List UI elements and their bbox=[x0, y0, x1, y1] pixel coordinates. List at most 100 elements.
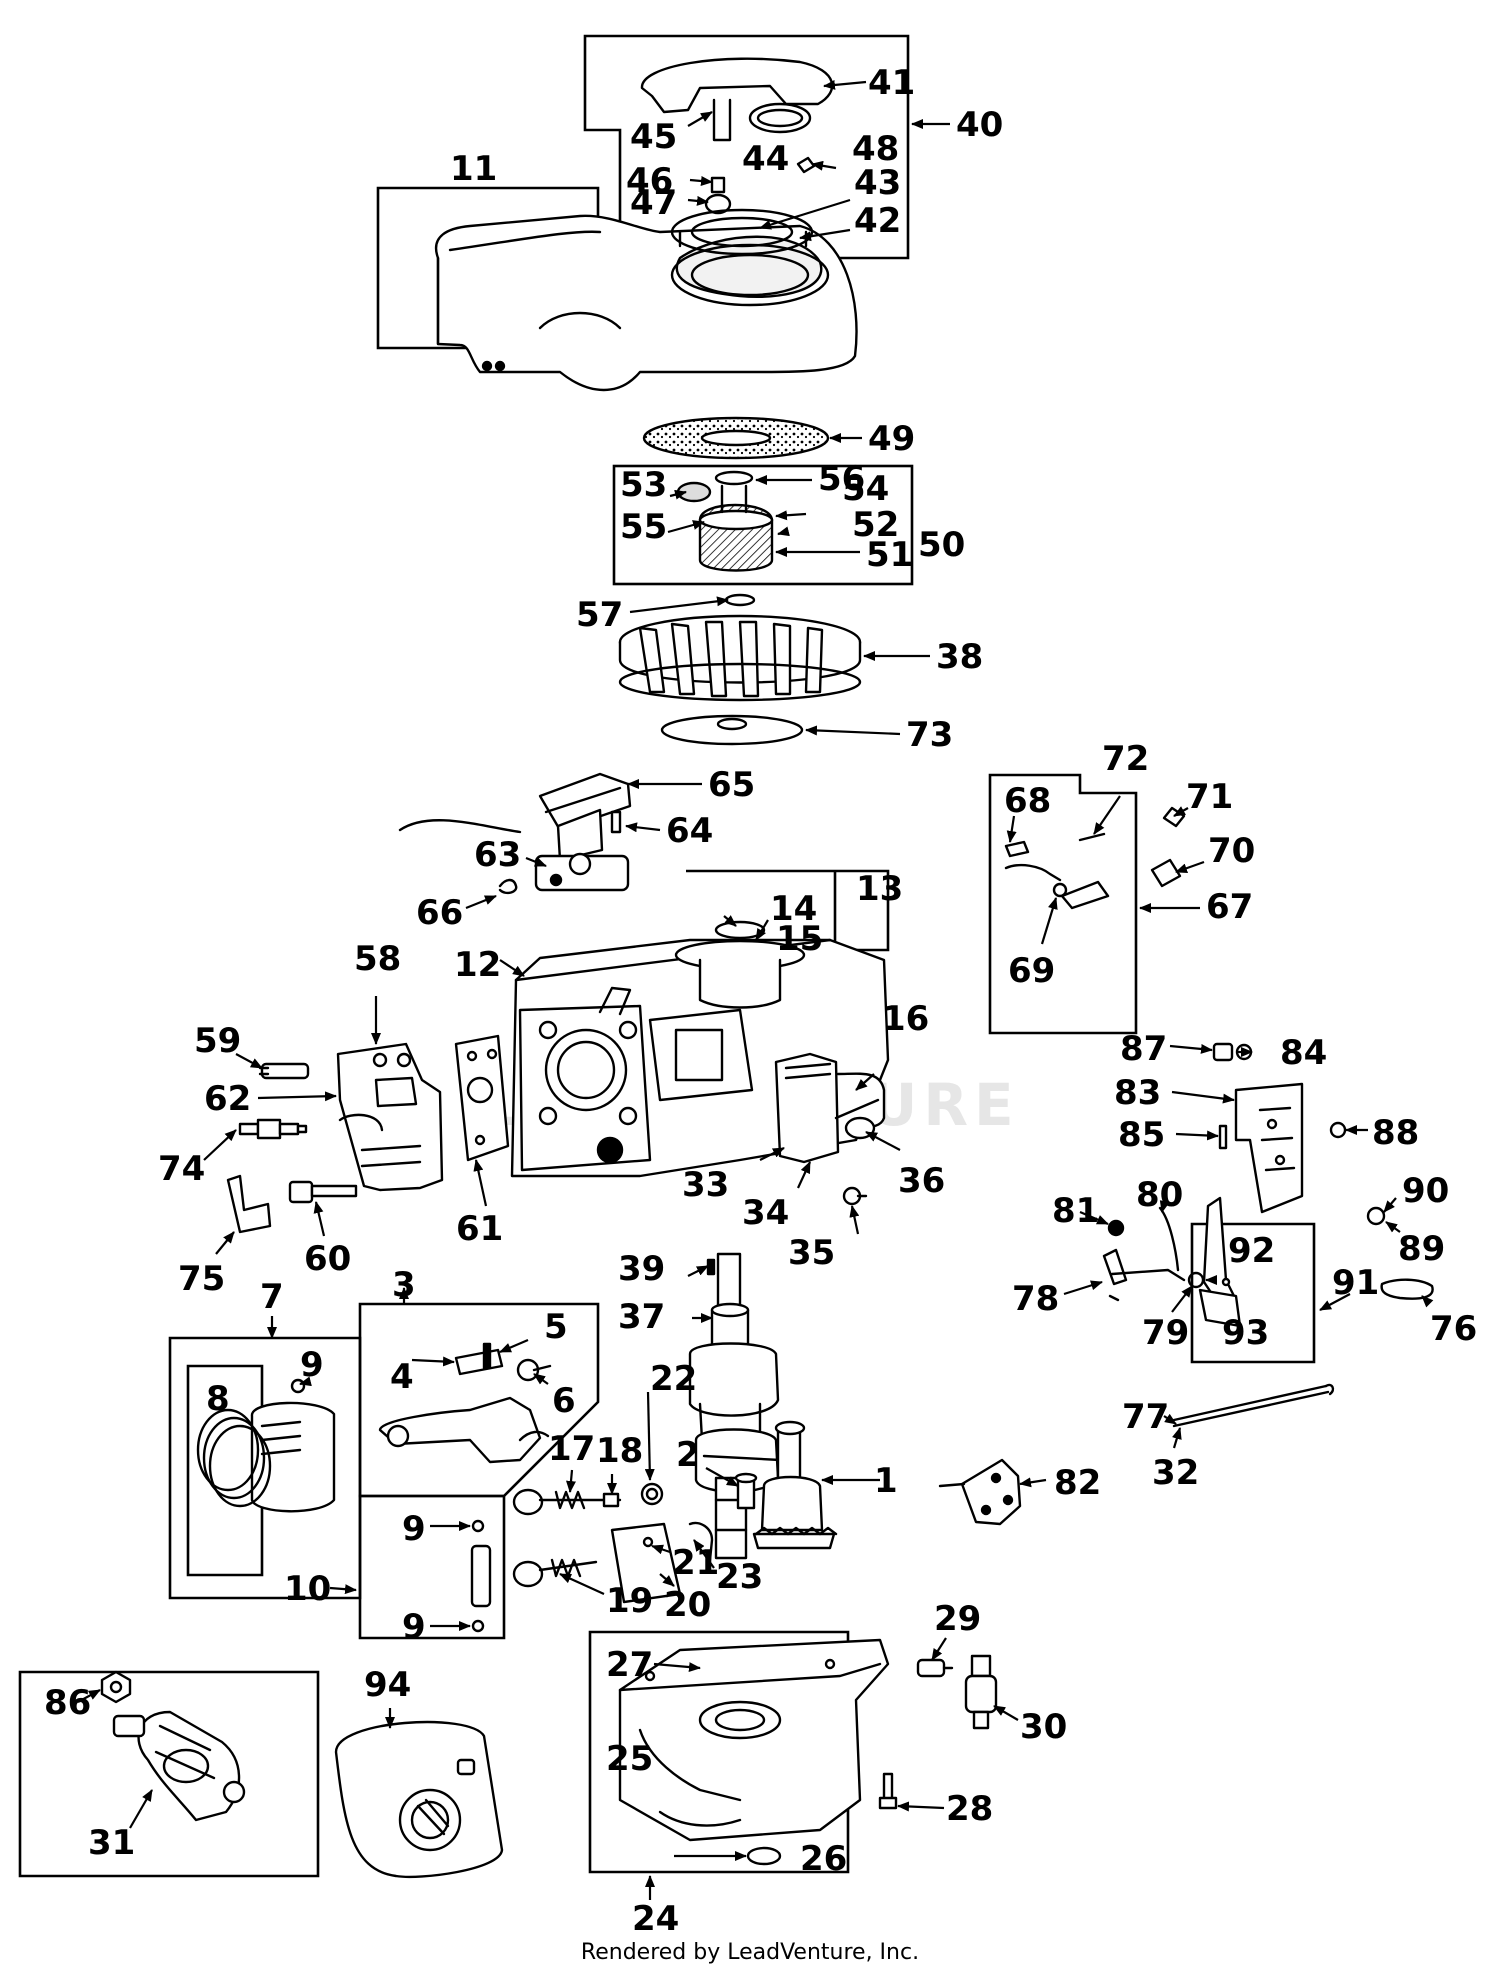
callout-26: 26 bbox=[800, 1839, 847, 1879]
oil-filter bbox=[112, 1710, 246, 1822]
box-governor-91 bbox=[1190, 1222, 1316, 1364]
oil-pressure-switch-30 bbox=[964, 1654, 998, 1730]
callout-84: 84 bbox=[1280, 1033, 1327, 1073]
callout-47: 47 bbox=[630, 183, 677, 223]
callout-85: 85 bbox=[1118, 1115, 1165, 1155]
callout-17: 17 bbox=[548, 1429, 595, 1469]
breather-plate bbox=[610, 1521, 714, 1604]
callout-45: 45 bbox=[630, 117, 677, 157]
callout-18: 18 bbox=[596, 1431, 643, 1471]
callout-39: 39 bbox=[618, 1249, 665, 1289]
callout-32: 32 bbox=[1152, 1453, 1199, 1493]
callout-24: 24 bbox=[632, 1899, 679, 1939]
valves bbox=[512, 1482, 664, 1588]
callout-40: 40 bbox=[956, 105, 1003, 145]
oil-seal-26 bbox=[746, 1846, 782, 1866]
callout-65: 65 bbox=[708, 765, 755, 805]
callout-14: 14 bbox=[770, 889, 817, 929]
callout-44: 44 bbox=[742, 139, 789, 179]
box-wrist-pin-10 bbox=[358, 1494, 506, 1640]
callout-9b: 9 bbox=[402, 1509, 426, 1549]
callout-5: 5 bbox=[544, 1307, 568, 1347]
callout-90: 90 bbox=[1402, 1171, 1449, 1211]
callout-56: 56 bbox=[818, 459, 865, 499]
callout-4: 4 bbox=[390, 1357, 414, 1397]
washer-57 bbox=[724, 593, 756, 607]
callout-52: 52 bbox=[852, 505, 899, 545]
callout-48: 48 bbox=[852, 129, 899, 169]
callout-41: 41 bbox=[868, 63, 915, 103]
footer-credit: Rendered by LeadVenture, Inc. bbox=[580, 1940, 920, 1965]
callout-30: 30 bbox=[1020, 1707, 1067, 1747]
callout-72: 72 bbox=[1102, 739, 1149, 779]
nut-90 bbox=[1366, 1206, 1386, 1226]
callout-53: 53 bbox=[620, 465, 667, 505]
box-starter-clutch-50 bbox=[612, 464, 914, 586]
callout-35: 35 bbox=[788, 1233, 835, 1273]
muffler bbox=[334, 1720, 504, 1879]
governor-lever bbox=[1198, 1196, 1242, 1328]
callout-55: 55 bbox=[620, 507, 667, 547]
callout-75: 75 bbox=[178, 1259, 225, 1299]
box-rings-8 bbox=[186, 1364, 264, 1577]
callout-25: 25 bbox=[606, 1739, 653, 1779]
box-oil-filter-31 bbox=[18, 1670, 320, 1878]
box-connecting-rod-3 bbox=[358, 1302, 600, 1498]
plug-cover-75 bbox=[226, 1174, 272, 1234]
governor-linkage-parts bbox=[1004, 806, 1186, 910]
callout-60: 60 bbox=[304, 1239, 351, 1279]
drain-plug-28 bbox=[878, 1772, 898, 1810]
armature-assembly bbox=[398, 772, 632, 895]
piston bbox=[196, 1378, 336, 1513]
callout-76: 76 bbox=[1430, 1309, 1477, 1349]
callout-83: 83 bbox=[1114, 1073, 1161, 1113]
starter-clutch-parts bbox=[676, 470, 774, 572]
fitting-29 bbox=[916, 1658, 954, 1678]
leader-lines bbox=[77, 79, 1434, 1900]
callout-59: 59 bbox=[194, 1021, 241, 1061]
callout-33: 33 bbox=[682, 1165, 729, 1205]
spring-91 bbox=[1380, 1278, 1434, 1300]
callout-15: 15 bbox=[776, 919, 823, 959]
bolt-60 bbox=[288, 1180, 358, 1204]
callout-81: 81 bbox=[1052, 1191, 1099, 1231]
callout-49: 49 bbox=[868, 419, 915, 459]
callout-67: 67 bbox=[1206, 887, 1253, 927]
callout-80: 80 bbox=[1136, 1175, 1183, 1215]
callout-50: 50 bbox=[918, 525, 965, 565]
callout-36: 36 bbox=[898, 1161, 945, 1201]
callout-51: 51 bbox=[866, 535, 913, 575]
tappets bbox=[734, 1472, 758, 1510]
callout-38: 38 bbox=[936, 637, 983, 677]
callout-2: 2 bbox=[676, 1435, 700, 1475]
callout-9c: 9 bbox=[402, 1607, 426, 1647]
callout-19: 19 bbox=[606, 1581, 653, 1621]
callout-61: 61 bbox=[456, 1209, 503, 1249]
callout-86: 86 bbox=[44, 1683, 91, 1723]
callout-89: 89 bbox=[1398, 1229, 1445, 1269]
connecting-rod bbox=[378, 1342, 552, 1464]
head-gasket bbox=[454, 1034, 510, 1162]
governor-bracket bbox=[938, 1458, 1022, 1526]
callout-46: 46 bbox=[626, 161, 673, 201]
callout-82: 82 bbox=[1054, 1463, 1101, 1503]
callout-27: 27 bbox=[606, 1645, 653, 1685]
oil-sump bbox=[618, 1638, 890, 1842]
callout-74: 74 bbox=[158, 1149, 205, 1189]
callout-11: 11 bbox=[450, 149, 497, 189]
callout-6: 6 bbox=[552, 1381, 576, 1421]
callout-13: 13 bbox=[856, 869, 903, 909]
callout-31: 31 bbox=[88, 1823, 135, 1863]
callout-34: 34 bbox=[742, 1193, 789, 1233]
callout-54: 54 bbox=[842, 469, 889, 509]
blower-housing bbox=[435, 214, 858, 392]
callout-57: 57 bbox=[576, 595, 623, 635]
callout-42: 42 bbox=[854, 201, 901, 241]
callout-63: 63 bbox=[474, 835, 521, 875]
callout-22: 22 bbox=[650, 1359, 697, 1399]
callout-68: 68 bbox=[1004, 781, 1051, 821]
callout-71: 71 bbox=[1186, 777, 1233, 817]
callout-1: 1 bbox=[874, 1461, 898, 1501]
callout-88: 88 bbox=[1372, 1113, 1419, 1153]
